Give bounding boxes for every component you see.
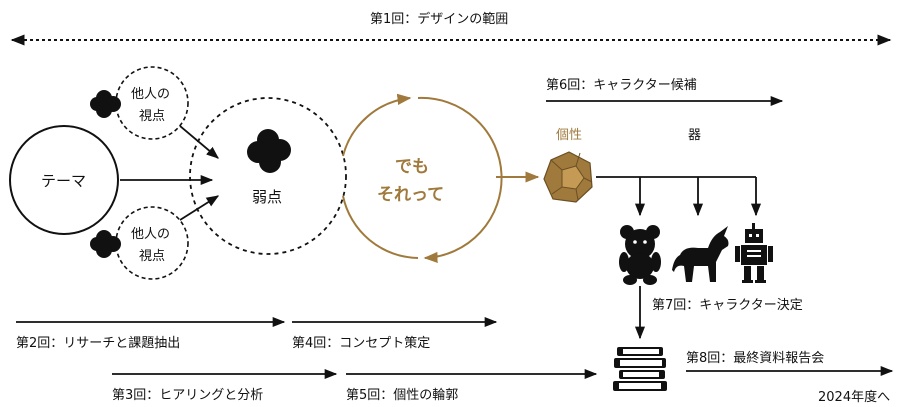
vessel-label: 器 (688, 128, 702, 143)
cycle-arc-right (417, 96, 503, 264)
round5-label: 第5回：個性の輪郭 (346, 388, 459, 403)
but-that-line1: でも (395, 157, 429, 177)
round6-label: 第6回：キャラクター候補 (546, 78, 697, 93)
theme-circle (9, 125, 119, 235)
next-year-label: 2024年度へ (818, 390, 891, 405)
other-view-top-line1: 他人の (131, 87, 171, 102)
round3-label: 第3回：ヒアリングと分析 (112, 388, 264, 403)
other-view-bottom-line2: 視点 (139, 249, 166, 264)
teddy-bear-icon (619, 225, 661, 285)
round2-label: 第2回：リサーチと課題抽出 (16, 336, 181, 351)
dark-blob-icon (90, 230, 121, 258)
robot-icon (735, 223, 773, 283)
round7-label: 第7回：キャラクター決定 (652, 298, 803, 313)
scope-title: 第1回：デザインの範囲 (370, 12, 509, 27)
but-that-line2: それって (377, 185, 445, 205)
individuality-label: 個性 (556, 128, 583, 143)
stacked-books-icon (613, 347, 667, 391)
unicorn-icon (672, 226, 729, 282)
cycle-arc-left (342, 195, 419, 259)
theme-label: テーマ (41, 172, 87, 190)
cycle-arc-top (342, 93, 412, 157)
dark-blob-icon (90, 90, 121, 118)
dodecahedron-icon (543, 151, 593, 203)
other-view-top-line2: 視点 (139, 109, 166, 124)
round8-label: 第8回：最終資料報告会 (686, 351, 825, 366)
round4-label: 第4回：コンセプト策定 (292, 336, 431, 351)
dark-blob-icon (247, 129, 291, 173)
weakness-label: 弱点 (252, 188, 283, 206)
arrow-view-top-to-weakness (179, 125, 219, 159)
other-view-circle-top (115, 66, 189, 140)
arrow-view-bottom-to-weakness (179, 195, 220, 221)
other-view-circle-bottom (115, 206, 189, 280)
other-view-bottom-line1: 他人の (131, 227, 171, 242)
weakness-circle (189, 97, 347, 255)
